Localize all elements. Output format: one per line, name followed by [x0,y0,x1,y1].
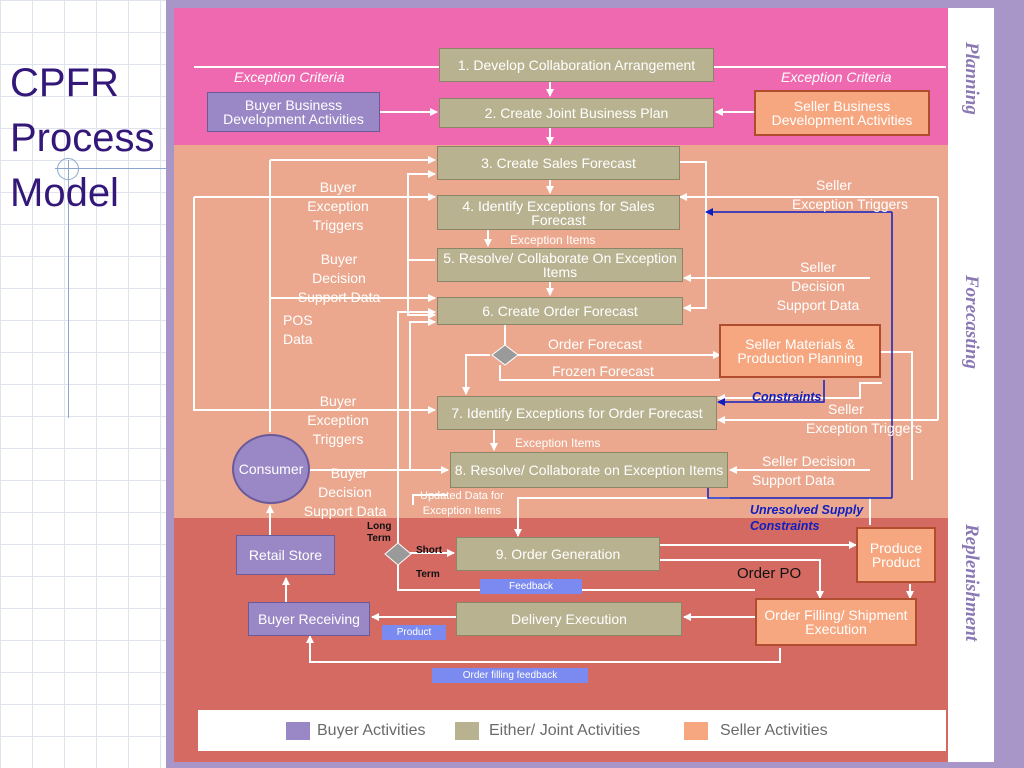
seller-exception-triggers-label: Seller Exception Triggers [806,400,922,438]
legend-label-buyer: Buyer Activities [317,722,426,739]
retail-store: Retail Store [236,535,335,575]
phase-label-forecasting: Forecasting [961,275,982,369]
label-line: Constraints [750,519,820,533]
exception-criteria-right: Exception Criteria [781,69,892,85]
title-line: CPFR [10,61,119,105]
feedback-tag: Feedback [480,579,582,594]
label-line: Term [416,569,440,580]
label-line: Decision [318,484,372,500]
buyer-exception-triggers-label: Buyer Exception Triggers [303,178,373,235]
step5-resolve-exception-items: 5. Resolve/ Collaborate On Exception Ite… [437,248,683,282]
label-line: Support Data [297,289,381,305]
step4-identify-exceptions-sales: 4. Identify Exceptions for Sales Forecas… [437,195,680,230]
label-line: Seller [828,401,864,417]
label-line: Buyer [330,465,368,481]
exception-items-label: Exception Items [515,436,601,450]
label-line: POS [283,312,313,328]
label-line: Triggers [312,217,364,233]
step6-create-order-forecast: 6. Create Order Forecast [437,297,683,325]
order-po-label: Order PO [737,565,802,582]
step9-order-generation: 9. Order Generation [456,537,660,571]
legend-swatch-buyer [286,722,310,740]
legend [198,710,946,751]
label-line: Seller Decision [762,453,856,469]
label-line: Support Data [776,297,860,313]
step8-resolve-exception-items: 8. Resolve/ Collaborate on Exception Ite… [450,452,728,488]
label-line: Buyer [320,251,358,267]
legend-swatch-joint [455,722,479,740]
exception-items-label: Exception Items [510,233,596,247]
buyer-decision-support-label: Buyer Decision Support Data [292,464,398,521]
seller-decision-support-label: Seller Decision Support Data [766,258,870,315]
order-filling-feedback-tag: Order filling feedback [432,668,588,683]
order-filling-shipment: Order Filling/ Shipment Execution [755,598,917,646]
label-line: Unresolved Supply [750,503,864,517]
phase-label-planning: Planning [961,42,982,115]
label-line: Decision [312,270,366,286]
label-line: Updated Data for [420,490,504,502]
decor-line [68,160,69,418]
step1-develop-collaboration: 1. Develop Collaboration Arrangement [439,48,714,82]
label-line: Long [367,521,392,532]
label-line: Buyer [319,393,357,409]
buyer-receiving: Buyer Receiving [248,602,370,636]
legend-label-seller: Seller Activities [720,722,828,739]
consumer-node: Consumer [232,434,310,504]
constraints-label: Constraints [752,390,822,404]
produce-product: Produce Product [856,527,936,583]
label-line: Exception [307,412,369,428]
short-term-label: Short Term [416,539,442,587]
label-line: Data [283,331,313,347]
label-line: Seller [816,177,852,193]
label-line: Support Data [752,472,835,488]
pos-data-label: POS Data [283,311,313,349]
updated-data-label: Updated Data for Exception Items [420,489,504,519]
buyer-decision-support-label: Buyer Decision Support Data [287,250,391,307]
buyer-exception-triggers-label: Buyer Exception Triggers [303,392,373,449]
label-line: Seller [800,259,836,275]
exception-criteria-left: Exception Criteria [234,69,345,85]
seller-materials-production: Seller Materials & Production Planning [719,324,881,378]
label-line: Exception [307,198,369,214]
label-line: Buyer [319,179,357,195]
legend-swatch-seller [684,722,708,740]
label-line: Decision [791,278,845,294]
product-tag: Product [382,625,446,640]
title-line: Process [10,116,155,160]
decor-circle [57,158,79,180]
label-line: Short [416,545,443,556]
step2-joint-business-plan: 2. Create Joint Business Plan [439,98,714,128]
label-line: Support Data [303,503,387,519]
order-forecast-label: Order Forecast [548,336,643,352]
label-line: Exception Triggers [806,420,922,436]
frozen-forecast-label: Frozen Forecast [552,363,654,379]
delivery-execution: Delivery Execution [456,602,682,636]
step7-identify-exceptions-order: 7. Identify Exceptions for Order Forecas… [437,396,717,430]
label-line: Exception Triggers [792,196,908,212]
seller-business-development: Seller Business Development Activities [754,90,930,136]
label-line: Term [367,533,391,544]
long-term-label: Long Term [367,521,391,545]
legend-label-joint: Either/ Joint Activities [489,722,641,739]
slide-title: CPFR Process Model [10,56,180,221]
label-line: Exception Items [422,505,502,517]
decor-line [55,168,170,169]
phase-sidebar [948,8,994,762]
unresolved-supply-constraints-label: Unresolved Supply Constraints [750,502,863,534]
seller-decision-support-label: Seller Decision Support Data [752,452,855,490]
title-line: Model [10,171,119,215]
seller-exception-triggers-label: Seller Exception Triggers [792,176,908,214]
label-line: Triggers [312,431,364,447]
phase-label-replenishment: Replenishment [961,524,982,642]
step3-create-sales-forecast: 3. Create Sales Forecast [437,146,680,180]
buyer-business-development: Buyer Business Development Activities [207,92,380,132]
